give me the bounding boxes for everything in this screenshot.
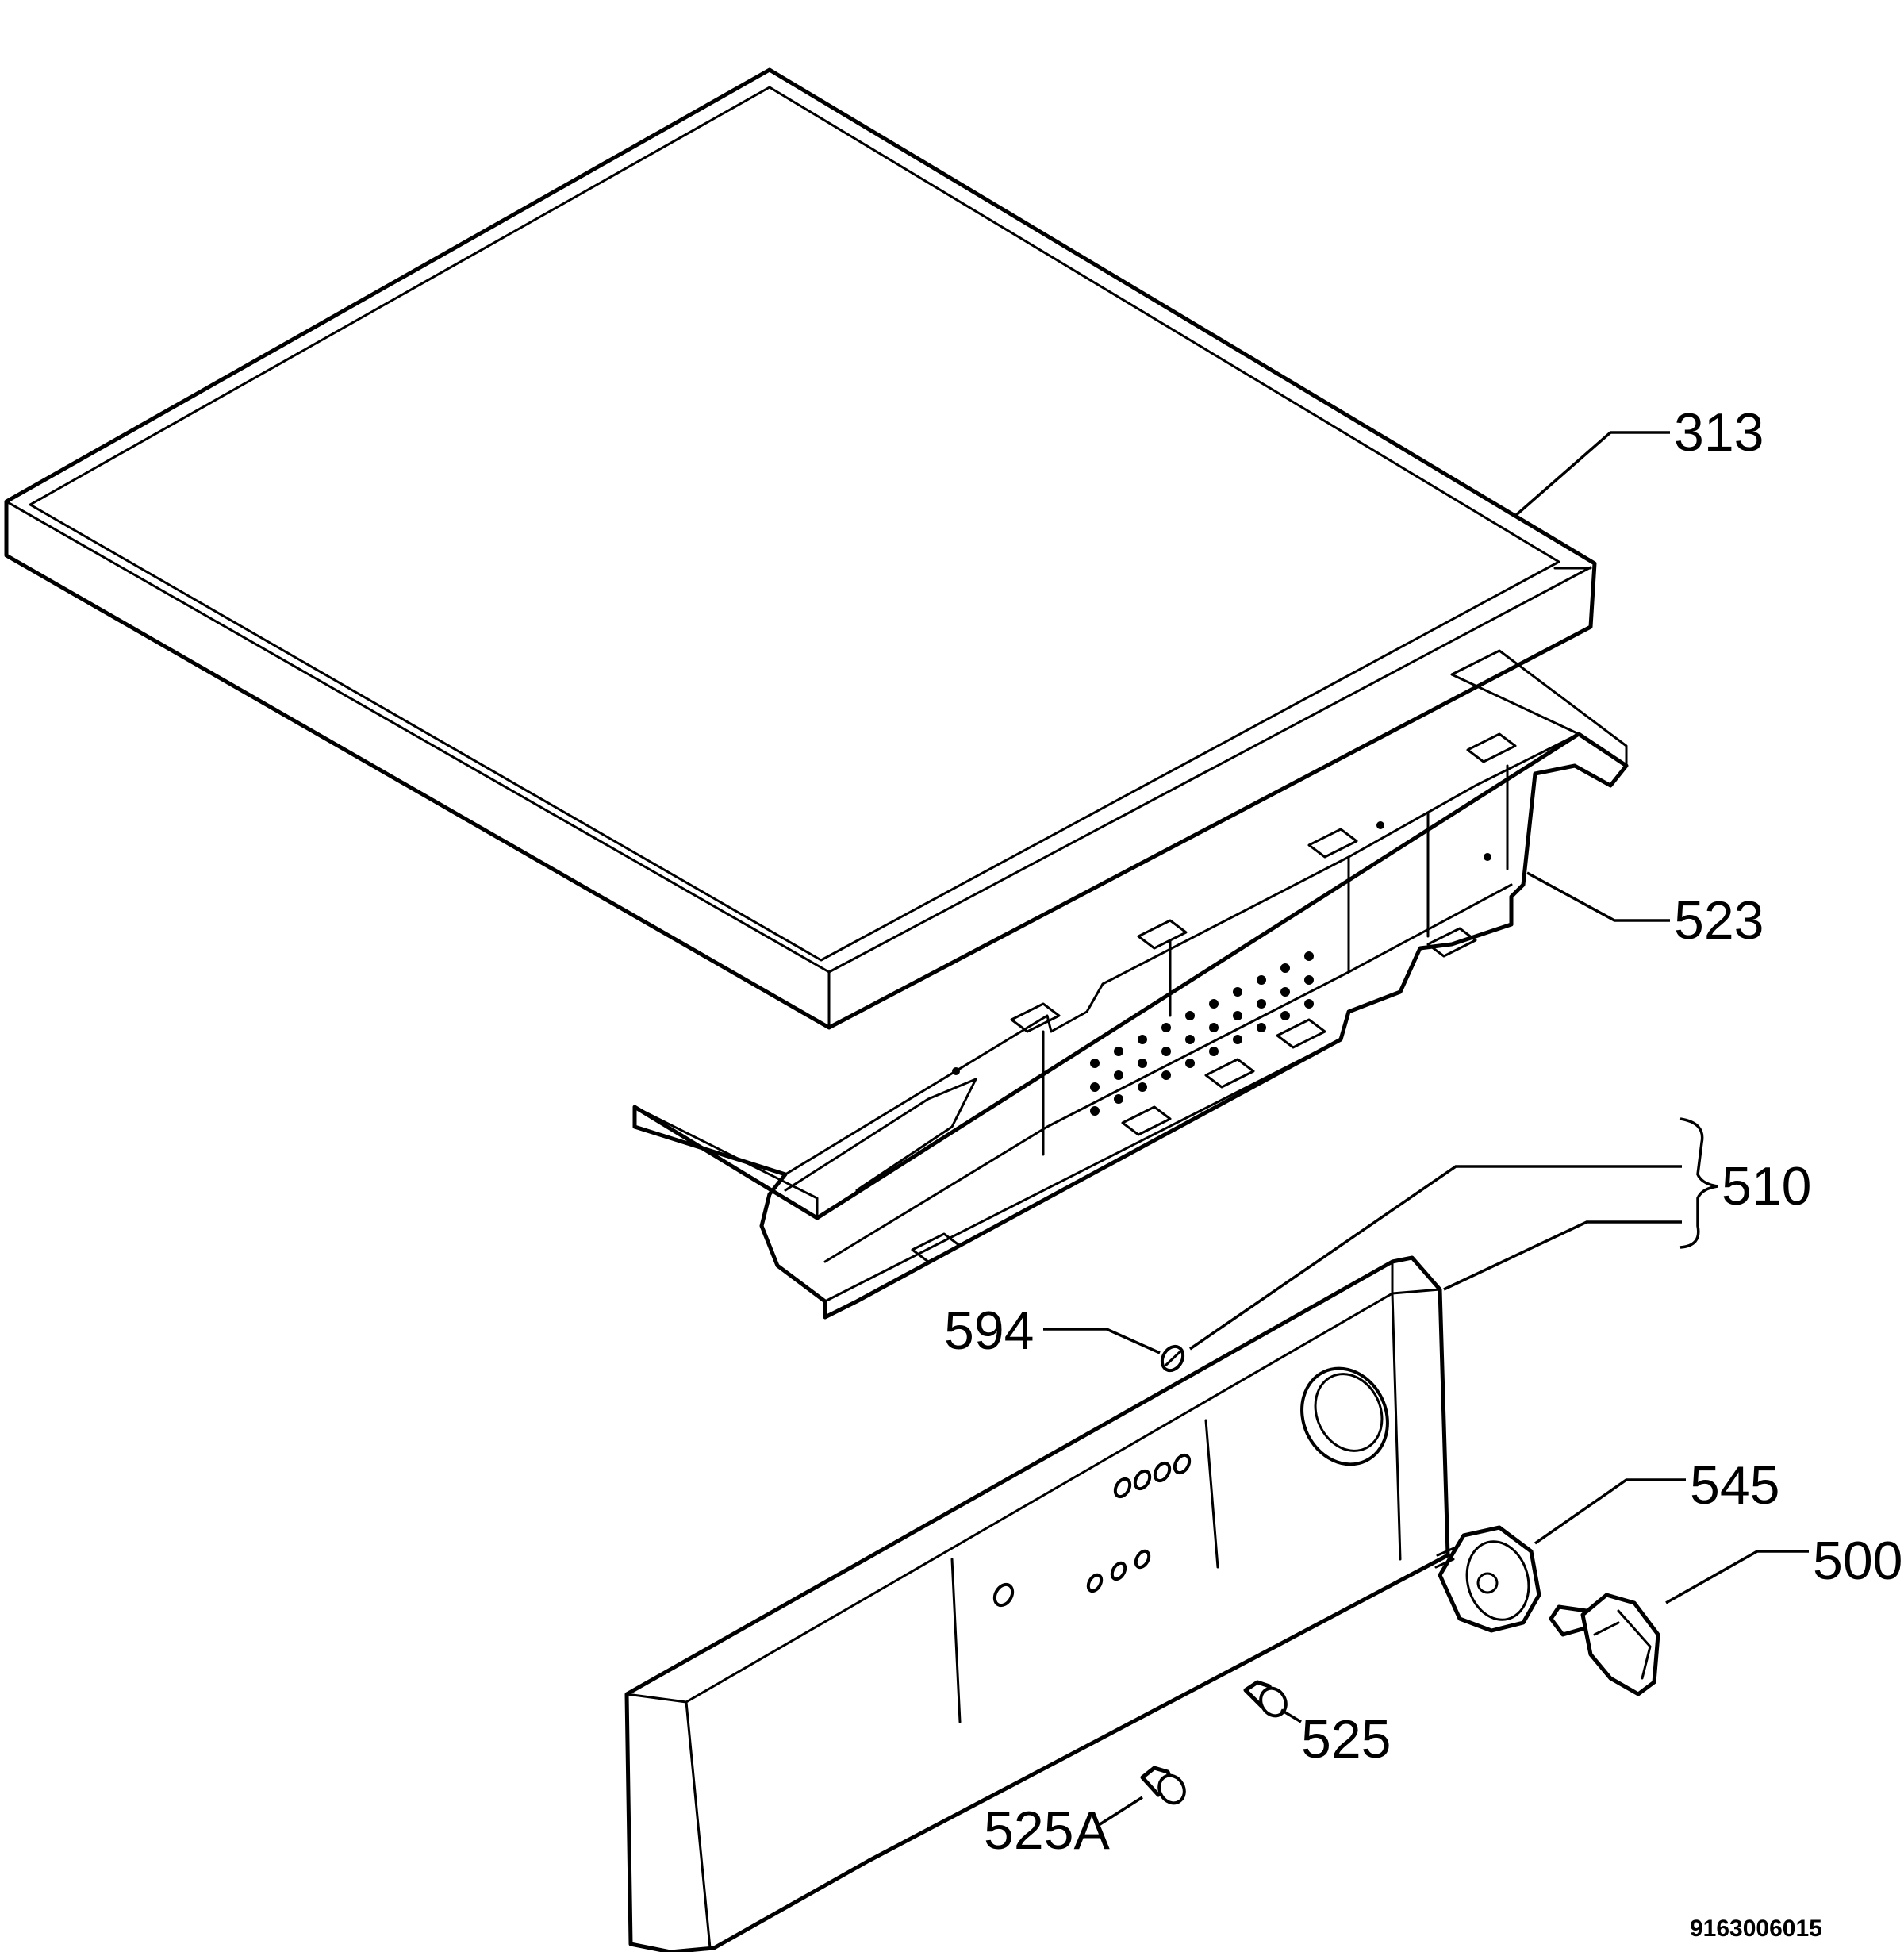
leader-525a [1098, 1796, 1143, 1827]
callout-313: 313 [1674, 402, 1764, 463]
selector-knob-500 [1549, 1593, 1660, 1696]
brace-510 [1679, 1117, 1718, 1249]
leader-313 [1514, 431, 1670, 517]
frame-perforations [952, 821, 1491, 1116]
callout-500: 500 [1813, 1531, 1902, 1591]
lens-594 [1160, 1344, 1185, 1373]
leader-lines [1043, 431, 1809, 1827]
callout-525: 525 [1301, 1709, 1391, 1769]
plunger-525a [1140, 1766, 1186, 1805]
top-cover-313 [4, 67, 1597, 1030]
callout-523: 523 [1674, 890, 1764, 951]
frame-523 [632, 649, 1629, 1320]
leader-594 [1043, 1328, 1161, 1354]
panel-button-holes [992, 1453, 1192, 1608]
callout-510: 510 [1722, 1156, 1811, 1216]
frame-slots [911, 732, 1517, 1263]
leader-510-top [1189, 1165, 1682, 1351]
callout-545: 545 [1690, 1455, 1779, 1516]
leader-500 [1665, 1550, 1809, 1604]
leader-525 [1280, 1708, 1302, 1723]
plunger-525 [1243, 1680, 1288, 1718]
leader-510-bottom [1443, 1220, 1682, 1291]
leader-545 [1534, 1478, 1686, 1545]
callout-525a: 525A [984, 1800, 1110, 1861]
dial-bezel-545 [1434, 1525, 1541, 1633]
leader-523 [1526, 871, 1670, 922]
document-number: 9163006015 [1690, 1915, 1822, 1942]
callout-594: 594 [944, 1301, 1034, 1361]
dial-opening [1300, 1366, 1389, 1466]
control-panel-510 [624, 1255, 1450, 1952]
